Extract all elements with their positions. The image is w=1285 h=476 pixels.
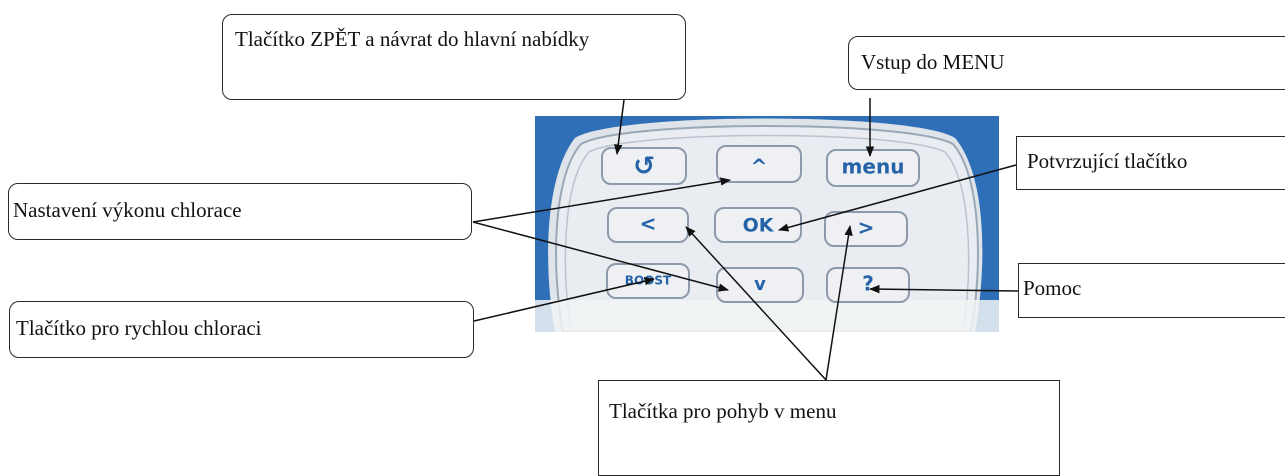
help-key-label: ? [862, 272, 874, 296]
keypad-panel: ↺ ^ menu < OK > BOOST v ? [535, 116, 999, 332]
ok-key-label: OK [743, 215, 775, 237]
back-key-label: ↺ [633, 152, 655, 182]
down-key-label: v [754, 274, 766, 295]
callout-navigation: Tlačítka pro pohyb v menu [598, 380, 1060, 476]
keypad-illustration: ↺ ^ menu < OK > BOOST v ? [535, 116, 999, 332]
callout-help: Pomoc [1018, 263, 1285, 318]
left-key-label: < [640, 212, 657, 236]
up-key-label: ^ [751, 155, 768, 179]
callout-menu-entry: Vstup do MENU [848, 36, 1285, 90]
callout-confirm: Potvrzující tlačítko [1016, 136, 1285, 190]
boost-key-label: BOOST [625, 274, 672, 288]
callout-power-setting: Nastavení výkonu chlorace [8, 183, 472, 240]
menu-key-label: menu [842, 155, 905, 179]
right-key-label: > [858, 216, 875, 240]
callout-boost: Tlačítko pro rychlou chloraci [9, 301, 474, 358]
callout-back: Tlačítko ZPĚT a návrat do hlavní nabídky [222, 14, 686, 100]
